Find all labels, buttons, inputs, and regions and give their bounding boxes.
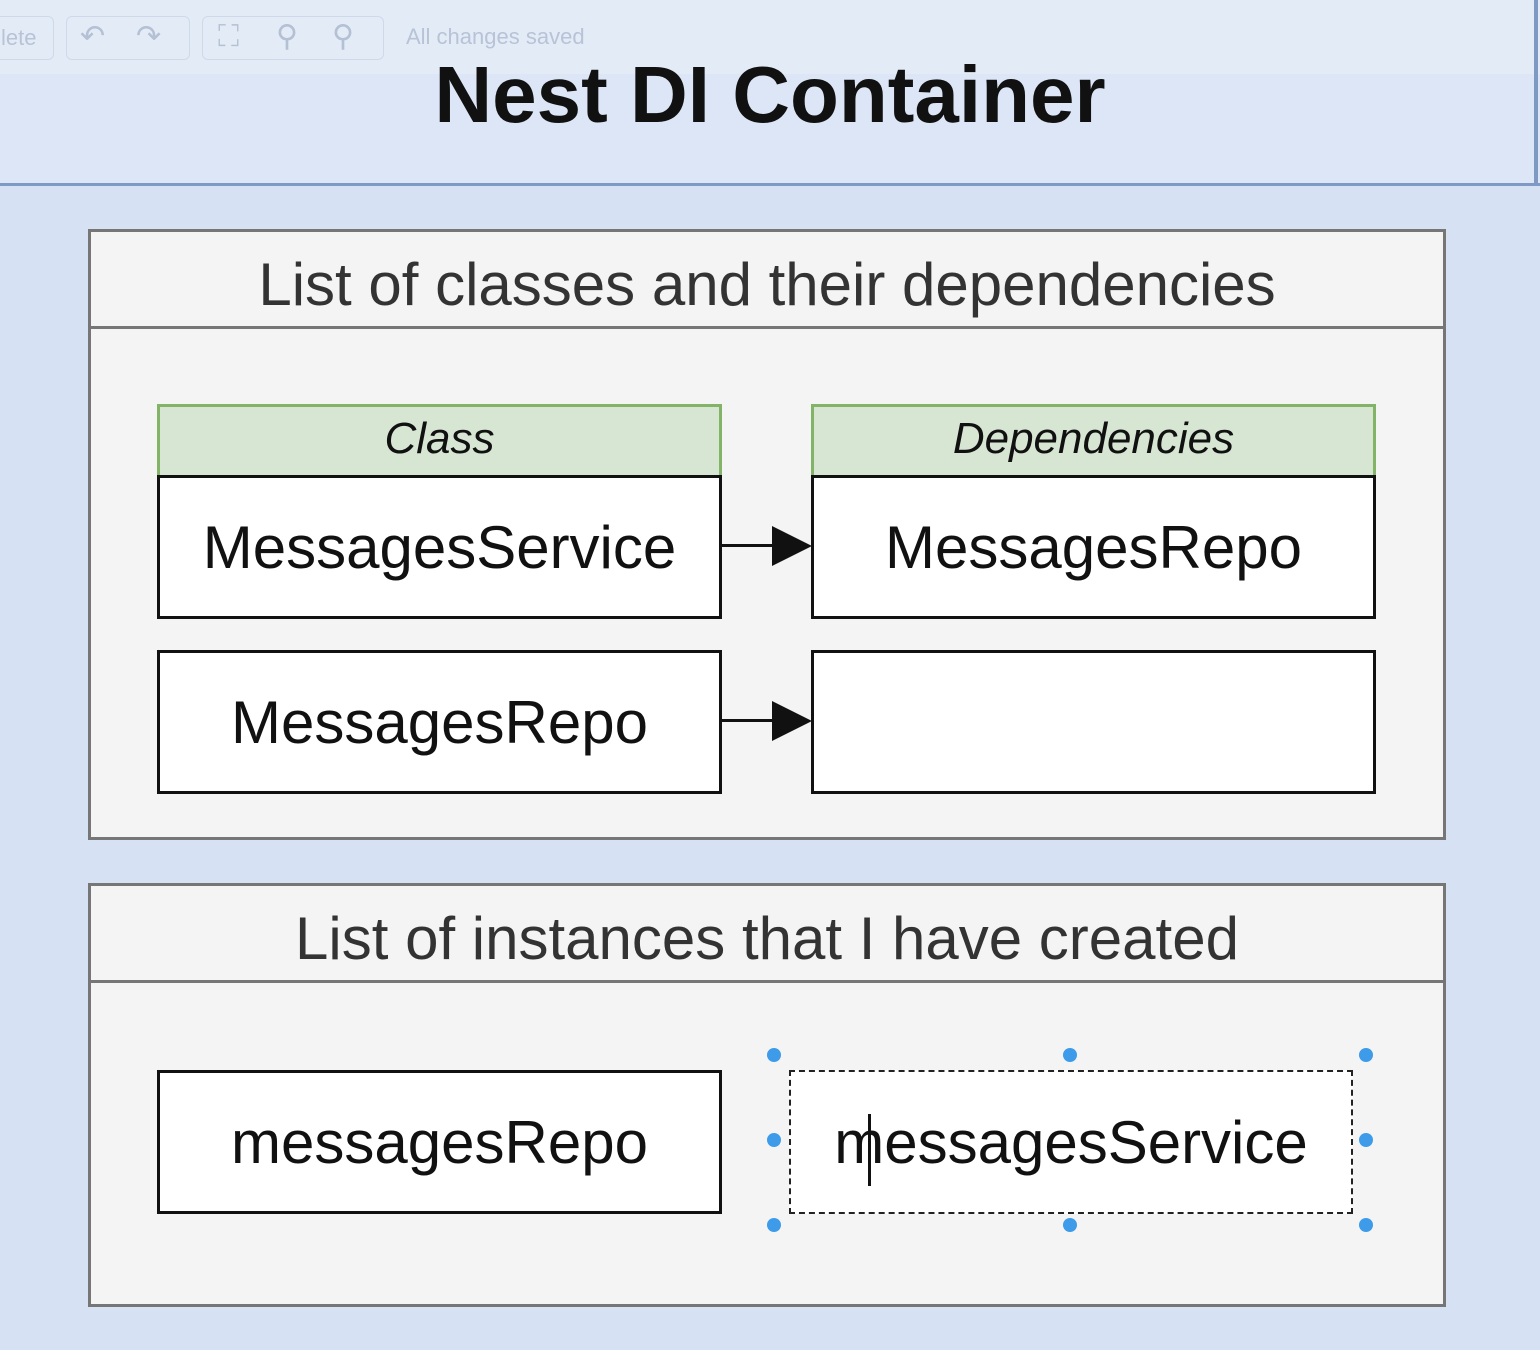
classes-panel-title: List of classes and their dependencies	[91, 232, 1443, 329]
class-cell-messages-service[interactable]: MessagesService	[157, 475, 722, 619]
container-edge	[1534, 0, 1538, 186]
history-group	[66, 16, 190, 60]
resize-handle[interactable]	[767, 1133, 781, 1147]
zoom-in-icon[interactable]: ⚲	[276, 20, 298, 53]
redo-icon[interactable]: ↷	[136, 20, 162, 53]
class-column-header[interactable]: Class	[157, 404, 722, 478]
arrow-head-icon	[772, 526, 812, 566]
view-group	[202, 16, 384, 60]
dependency-cell-messages-repo[interactable]: MessagesRepo	[811, 475, 1376, 619]
save-status: All changes saved	[406, 24, 585, 49]
resize-handle[interactable]	[1359, 1048, 1373, 1062]
arrow-head-icon	[772, 701, 812, 741]
instances-panel-title: List of instances that I have created	[91, 886, 1443, 983]
dependency-arrow-line[interactable]	[722, 719, 776, 722]
zoom-out-icon[interactable]: ⚲	[332, 20, 354, 53]
resize-handle[interactable]	[767, 1218, 781, 1232]
instance-messages-repo[interactable]: messagesRepo	[157, 1070, 722, 1214]
resize-handle[interactable]	[767, 1048, 781, 1062]
editor-toolbar: lete ↶ ↷ ⛶ ⚲ ⚲ All changes saved	[0, 0, 1540, 74]
instance-messages-service[interactable]: messagesService	[789, 1070, 1353, 1214]
dependency-arrow-line[interactable]	[722, 544, 776, 547]
resize-handle[interactable]	[1359, 1218, 1373, 1232]
resize-handle[interactable]	[1063, 1218, 1077, 1232]
resize-handle[interactable]	[1359, 1133, 1373, 1147]
dependency-cell-empty[interactable]	[811, 650, 1376, 794]
diagram-header-band	[0, 74, 1540, 186]
dependencies-column-header[interactable]: Dependencies	[811, 404, 1376, 478]
delete-button[interactable]: lete	[0, 16, 54, 60]
class-cell-messages-repo[interactable]: MessagesRepo	[157, 650, 722, 794]
text-cursor	[868, 1114, 871, 1186]
diagram-title[interactable]: Nest DI Container	[434, 50, 1106, 139]
resize-handle[interactable]	[1063, 1048, 1077, 1062]
fullscreen-icon[interactable]: ⛶	[218, 20, 239, 53]
undo-icon[interactable]: ↶	[80, 20, 106, 53]
delete-label: lete	[1, 25, 37, 50]
